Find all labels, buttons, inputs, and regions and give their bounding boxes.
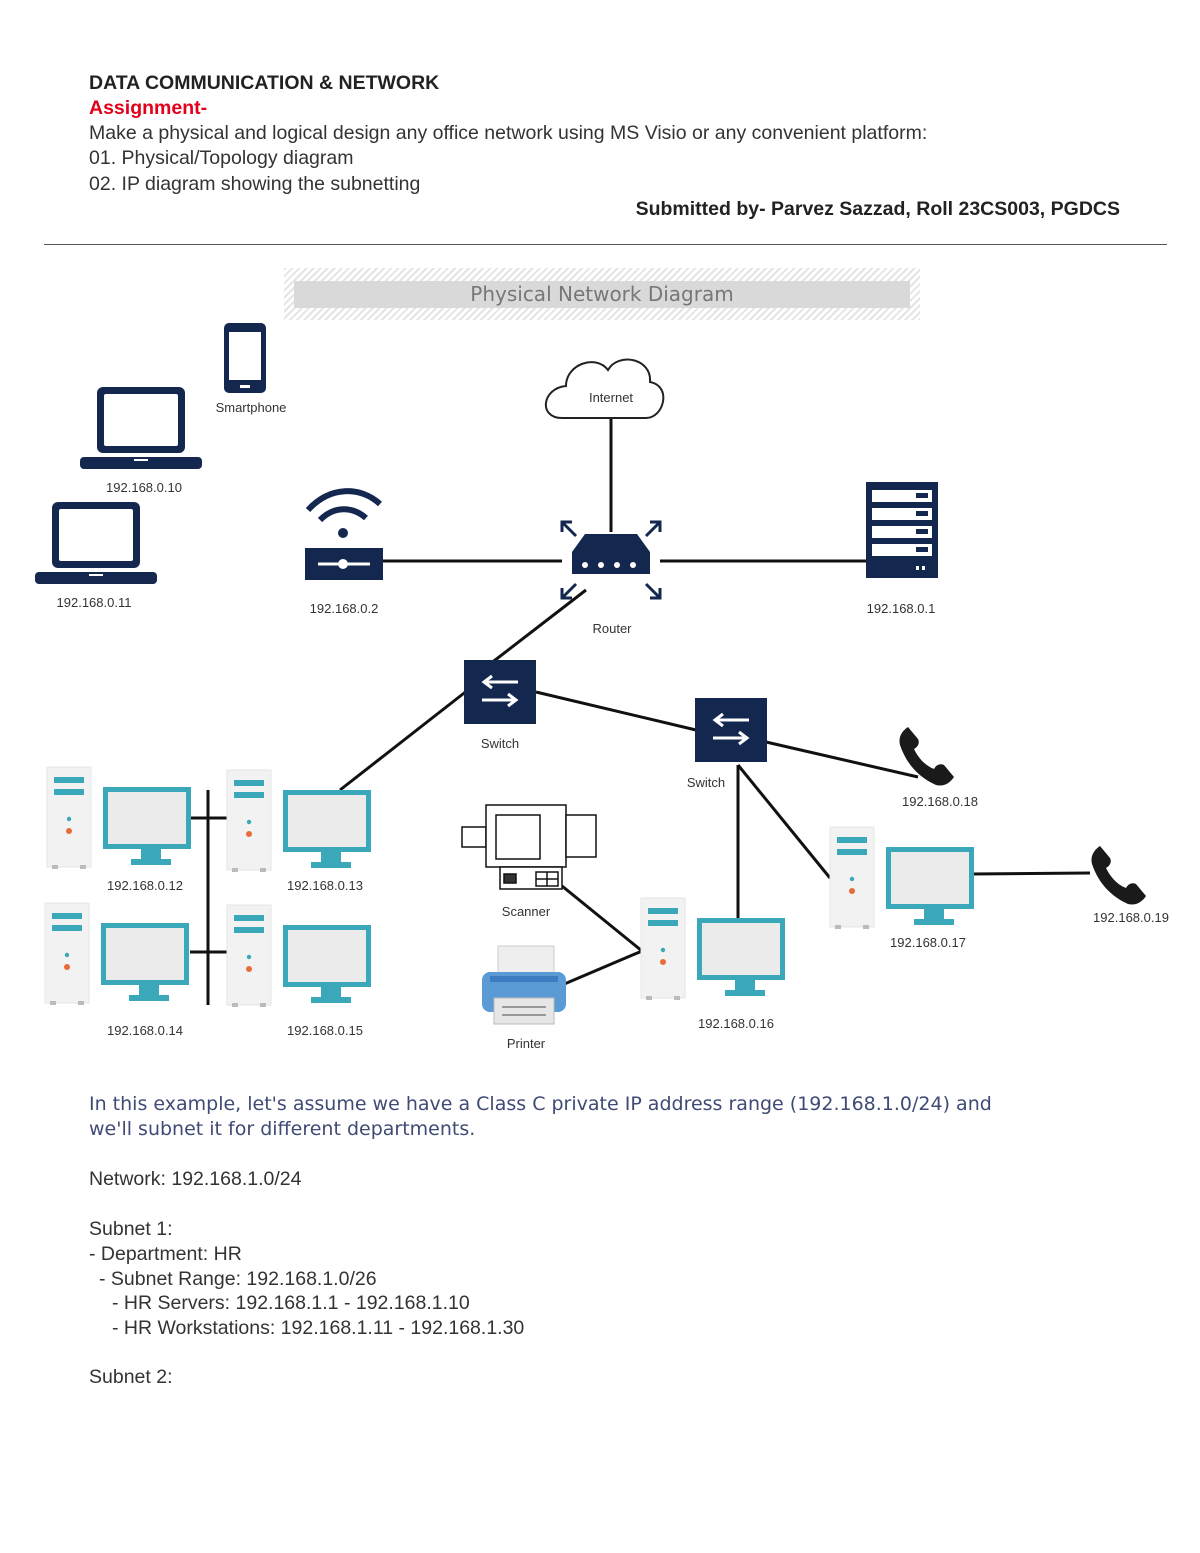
pc17-ip: 192.168.0.17	[890, 935, 966, 950]
assignment-item-2: 02. IP diagram showing the subnetting	[89, 173, 421, 195]
submitted-by: Submitted by- Parvez Sazzad, Roll 23CS00…	[635, 198, 1120, 220]
pc14-ip: 192.168.0.14	[107, 1023, 183, 1038]
phone-icon	[1091, 846, 1146, 905]
wifi-access-point-icon	[305, 488, 383, 580]
connection-lines	[190, 418, 1091, 1005]
smartphone-icon	[224, 323, 266, 393]
workstation-icon	[829, 826, 975, 930]
scanner-label: Scanner	[502, 904, 551, 919]
subnet1-heading: Subnet 1:	[89, 1218, 173, 1240]
assignment-instruction: Make a physical and logical design any o…	[89, 122, 928, 144]
phone19-ip: 192.168.0.19	[1093, 910, 1169, 925]
server-ip: 192.168.0.1	[867, 601, 936, 616]
printer-icon	[482, 945, 566, 1025]
smartphone-label: Smartphone	[216, 400, 287, 415]
document-title: DATA COMMUNICATION & NETWORK	[89, 72, 440, 94]
intro-line-1: In this example, let's assume we have a …	[89, 1093, 992, 1115]
switch-icon	[462, 658, 538, 726]
workstation-icon	[44, 902, 190, 1006]
workstation-icon	[226, 904, 372, 1008]
scanner-icon	[461, 804, 597, 890]
pc15-ip: 192.168.0.15	[287, 1023, 363, 1038]
subnet1-department: - Department: HR	[89, 1243, 242, 1265]
assignment-label: Assignment-	[89, 97, 208, 119]
phone-icon	[899, 727, 954, 786]
internet-label: Internet	[589, 390, 633, 405]
router-label: Router	[592, 621, 632, 636]
laptop-icon	[35, 502, 157, 584]
workstation-icon	[640, 897, 786, 1001]
server-rack-icon	[866, 482, 938, 578]
intro-paragraph: In this example, let's assume we have a …	[89, 1092, 992, 1142]
pc16-ip: 192.168.0.16	[698, 1016, 774, 1031]
switch2-label: Switch	[687, 775, 725, 790]
printer-label: Printer	[507, 1036, 546, 1051]
laptop2-ip: 192.168.0.11	[57, 595, 132, 610]
phone18-ip: 192.168.0.18	[902, 794, 978, 809]
pc12-ip: 192.168.0.12	[107, 878, 183, 893]
router-icon	[560, 520, 662, 600]
internet-cloud-icon	[544, 358, 665, 419]
laptop-icon	[80, 387, 202, 469]
divider	[44, 244, 1167, 245]
wifi-ip: 192.168.0.2	[310, 601, 379, 616]
diagram-title: Physical Network Diagram	[294, 281, 910, 308]
laptop1-ip: 192.168.0.10	[106, 480, 182, 495]
workstation-icon	[226, 769, 372, 873]
workstation-icon	[46, 766, 192, 870]
subnet2-heading: Subnet 2:	[89, 1366, 173, 1388]
assignment-item-1: 01. Physical/Topology diagram	[89, 147, 354, 169]
switch-icon	[693, 696, 769, 764]
switch1-label: Switch	[481, 736, 519, 751]
subnet1-range: - Subnet Range: 192.168.1.0/26	[99, 1268, 377, 1290]
pc13-ip: 192.168.0.13	[287, 878, 363, 893]
network-diagram: Internet Smartphone 192.168.0.10 192.168…	[35, 323, 1169, 1051]
subnet1-workstations: - HR Workstations: 192.168.1.11 - 192.16…	[112, 1317, 525, 1339]
intro-line-2: we'll subnet it for different department…	[89, 1118, 476, 1140]
network-line: Network: 192.168.1.0/24	[89, 1168, 302, 1190]
subnet1-servers: - HR Servers: 192.168.1.1 - 192.168.1.10	[112, 1292, 470, 1314]
